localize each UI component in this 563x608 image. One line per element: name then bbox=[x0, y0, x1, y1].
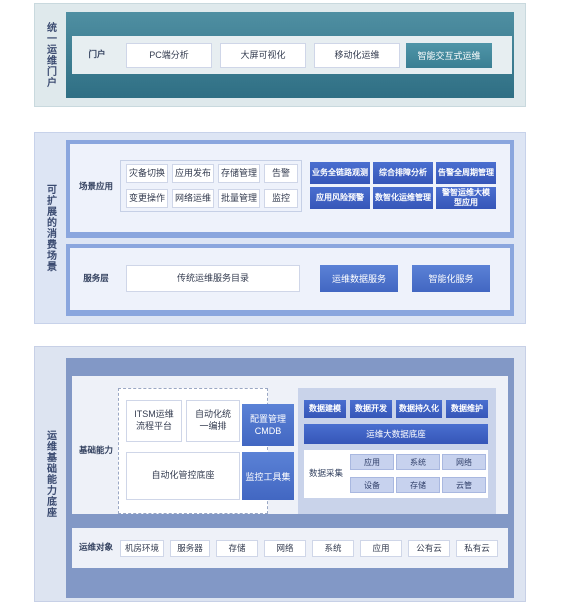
data-development[interactable]: 数据开发 bbox=[350, 400, 392, 418]
scene-item-batch-mgmt[interactable]: 批量管理 bbox=[218, 189, 260, 208]
service-label: 服务层 bbox=[83, 273, 109, 284]
service-ops-data[interactable]: 运维数据服务 bbox=[320, 265, 398, 292]
ops-object-server[interactable]: 服务器 bbox=[170, 540, 210, 557]
scene-item-app-release[interactable]: 应用发布 bbox=[172, 164, 214, 183]
service-intelligent[interactable]: 智能化服务 bbox=[412, 265, 490, 292]
smart-item-fullchain[interactable]: 业务全链路观测 bbox=[310, 162, 370, 184]
data-persistence[interactable]: 数据持久化 bbox=[396, 400, 442, 418]
automation-control-base[interactable]: 自动化管控底座 bbox=[126, 452, 240, 500]
smart-item-risk-warning[interactable]: 应用风险预警 bbox=[310, 187, 370, 209]
smart-item-llm-app[interactable]: 警智运维大模型应用 bbox=[436, 187, 496, 209]
data-modeling[interactable]: 数据建模 bbox=[304, 400, 346, 418]
ops-object-storage[interactable]: 存储 bbox=[216, 540, 258, 557]
automation-orchestration[interactable]: 自动化统一编排 bbox=[186, 400, 240, 442]
smart-item-alarm-lifecycle[interactable]: 告警全周期管理 bbox=[436, 162, 496, 184]
smart-item-troubleshoot[interactable]: 综合排障分析 bbox=[373, 162, 433, 184]
smart-item-digital-ops[interactable]: 数智化运维管理 bbox=[373, 187, 433, 209]
ops-object-public-cloud[interactable]: 公有云 bbox=[408, 540, 450, 557]
collection-label: 数据采集 bbox=[308, 468, 343, 479]
collection-item-app[interactable]: 应用 bbox=[350, 454, 394, 470]
scene-items-frame bbox=[120, 160, 302, 212]
capability-label: 基础能力 bbox=[78, 445, 113, 456]
portal-section-title: 统一运维门户 bbox=[44, 22, 56, 88]
monitoring-toolset[interactable]: 监控工具集 bbox=[242, 452, 294, 500]
service-traditional-catalog[interactable]: 传统运维服务目录 bbox=[126, 265, 300, 292]
ops-object-network[interactable]: 网络 bbox=[264, 540, 306, 557]
ops-bigdata-base[interactable]: 运维大数据底座 bbox=[304, 424, 488, 444]
portal-row-label: 门户 bbox=[88, 49, 106, 60]
collection-item-system[interactable]: 系统 bbox=[396, 454, 440, 470]
collection-item-network[interactable]: 网络 bbox=[442, 454, 486, 470]
scenarios-section-title: 可扩展的消费场景 bbox=[44, 184, 56, 272]
scene-item-storage-mgmt[interactable]: 存储管理 bbox=[218, 164, 260, 183]
scene-item-alarm[interactable]: 告警 bbox=[264, 164, 298, 183]
collection-item-storage[interactable]: 存储 bbox=[396, 477, 440, 493]
data-maintenance[interactable]: 数据维护 bbox=[446, 400, 488, 418]
portal-item-pc[interactable]: PC端分析 bbox=[126, 43, 212, 68]
itsm-platform[interactable]: ITSM运维流程平台 bbox=[126, 400, 182, 442]
scene-item-change-op[interactable]: 变更操作 bbox=[126, 189, 168, 208]
scene-item-network-ops[interactable]: 网络运维 bbox=[172, 189, 214, 208]
portal-item-mobile[interactable]: 移动化运维 bbox=[314, 43, 400, 68]
ops-object-system[interactable]: 系统 bbox=[312, 540, 354, 557]
ops-object-application[interactable]: 应用 bbox=[360, 540, 402, 557]
portal-item-smart-interactive[interactable]: 智能交互式运维 bbox=[406, 43, 492, 68]
scene-item-monitor[interactable]: 监控 bbox=[264, 189, 298, 208]
ops-object-datacenter[interactable]: 机房环境 bbox=[120, 540, 164, 557]
portal-item-bigscreen[interactable]: 大屏可视化 bbox=[220, 43, 306, 68]
ops-objects-label: 运维对象 bbox=[78, 542, 113, 553]
foundation-section-title: 运维基础能力底座 bbox=[44, 430, 56, 518]
scene-label: 场景应用 bbox=[78, 181, 113, 192]
scene-item-dr-switch[interactable]: 灾备切换 bbox=[126, 164, 168, 183]
ops-object-private-cloud[interactable]: 私有云 bbox=[456, 540, 498, 557]
config-mgmt-cmdb[interactable]: 配置管理CMDB bbox=[242, 404, 294, 446]
collection-item-cloud-mgmt[interactable]: 云管 bbox=[442, 477, 486, 493]
collection-item-device[interactable]: 设备 bbox=[350, 477, 394, 493]
